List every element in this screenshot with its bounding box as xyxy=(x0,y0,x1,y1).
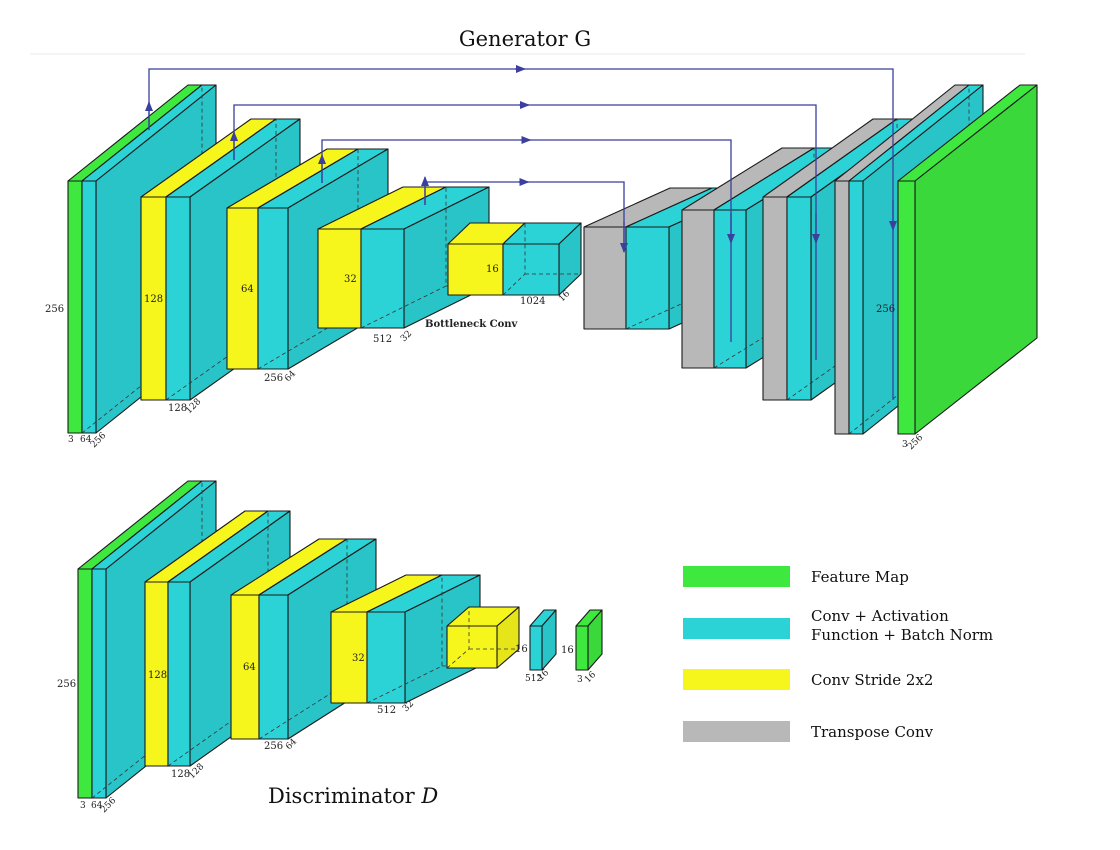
skip-connection-2 xyxy=(230,101,820,244)
legend-swatch-conv xyxy=(683,618,790,639)
gen-b4-depth-label: 32 xyxy=(399,329,414,344)
disc-b4-height-label: 32 xyxy=(352,653,365,664)
disc-block-1-part-1-front xyxy=(91,568,107,799)
disc-b1-depth-label: 256 xyxy=(99,796,118,815)
disc-b7-width-label: 3 xyxy=(577,675,583,685)
gen-d4-height-label: 256 xyxy=(876,304,895,315)
disc-block-5-hidden-edges xyxy=(446,607,519,669)
disc-block-3-part-0-front xyxy=(230,594,260,740)
gen-dec-block-3-part-1-front xyxy=(786,196,812,401)
gen-b3-width-label: 256 xyxy=(264,373,283,384)
disc-b1-ch-b-label: 64 xyxy=(91,801,103,811)
gen-b3-height-label: 64 xyxy=(241,284,254,295)
gen-output-feature-map-front xyxy=(897,180,916,435)
legend-label-stride: Conv Stride 2x2 xyxy=(811,671,933,689)
gen-bottleneck-part-1 xyxy=(502,222,582,296)
gen-enc-block-1-part-1-front xyxy=(81,180,97,434)
disc-b2-width-label: 128 xyxy=(171,769,190,780)
generator-network xyxy=(67,84,1038,435)
legend-swatch-feature-map xyxy=(683,566,790,587)
legend: Feature Map Conv + Activation Function +… xyxy=(683,566,993,742)
skip-connections xyxy=(145,65,897,400)
disc-block-4-part-1-front xyxy=(366,611,406,704)
gen-enc-block-3-part-1-front xyxy=(257,207,289,370)
disc-b5-depth-label: 16 xyxy=(515,644,528,655)
gen-dec-block-4-part-0-front xyxy=(834,180,850,435)
disc-b7-depth-label: 16 xyxy=(583,670,598,685)
disc-block-6-front xyxy=(529,625,543,671)
gen-b1-height-label: 256 xyxy=(45,304,64,315)
gen-b4-height-label: 32 xyxy=(344,274,357,285)
gen-bottleneck-part-1-front xyxy=(502,243,560,296)
gen-b2-width-label: 128 xyxy=(168,403,187,414)
disc-b3-width-label: 256 xyxy=(264,741,283,752)
disc-b2-height-label: 128 xyxy=(148,670,167,681)
disc-block-2-part-1-front xyxy=(167,581,191,767)
gen-bn-height-label: 16 xyxy=(486,264,499,275)
disc-b6-width-label: 512 xyxy=(525,674,542,684)
disc-b1-height-label: 256 xyxy=(57,679,76,690)
legend-swatch-stride xyxy=(683,669,790,690)
legend-label-conv-line2: Function + Batch Norm xyxy=(811,626,993,644)
gen-dec-block-1-part-1-front xyxy=(625,226,670,330)
gen-dec-block-2-part-1-front xyxy=(713,209,747,369)
disc-block-3-part-1-front xyxy=(258,594,289,740)
gen-dec-block-3-part-0-front xyxy=(762,196,788,401)
gen-dec-block-1-part-0-front xyxy=(583,226,627,330)
gen-enc-block-4 xyxy=(317,186,490,329)
gen-b1-ch-a-label: 3 xyxy=(68,435,74,445)
disc-block-4-part-1 xyxy=(366,574,481,704)
legend-label-transpose: Transpose Conv xyxy=(811,723,934,741)
disc-b6-height-label: 16 xyxy=(561,645,574,656)
legend-label-conv-line1: Conv + Activation xyxy=(811,607,949,625)
gen-enc-block-1-part-0-front xyxy=(67,180,83,434)
gen-b4-width-label: 512 xyxy=(373,334,392,345)
gen-b2-height-label: 128 xyxy=(144,294,163,305)
skip-connection-1 xyxy=(145,65,897,231)
legend-label-feature-map: Feature Map xyxy=(811,568,909,586)
discriminator-title: Discriminator D xyxy=(268,784,438,808)
gen-bottleneck-part-0-front xyxy=(447,243,504,296)
generator-title: Generator G xyxy=(459,27,591,51)
disc-block-1-part-0-front xyxy=(77,568,93,799)
gen-bn-width-label: 1024 xyxy=(520,296,545,307)
gen-output-feature-map xyxy=(897,84,1038,435)
gen-b3-depth-label: 64 xyxy=(283,369,298,384)
gen-b1-ch-b-label: 64 xyxy=(80,435,92,445)
gen-bottleneck-part-1-hidden-edges xyxy=(502,223,581,296)
gen-enc-block-2-part-0-front xyxy=(140,196,167,401)
gen-b1-depth-label: 256 xyxy=(89,431,108,450)
disc-block-7-front xyxy=(575,625,589,671)
gen-dec-block-2-part-0-front xyxy=(681,209,715,369)
disc-b4-width-label: 512 xyxy=(377,705,396,716)
bottleneck-label: Bottleneck Conv xyxy=(425,319,519,330)
gen-enc-block-4-part-1-front xyxy=(360,228,405,329)
disc-block-7 xyxy=(575,609,603,671)
gen-bottleneck xyxy=(447,222,582,296)
skip-connection-4 xyxy=(421,176,628,253)
disc-block-4 xyxy=(330,574,481,704)
gen-out-ch-label: 3 xyxy=(902,440,908,450)
disc-block-6 xyxy=(529,609,557,671)
disc-block-5 xyxy=(446,606,520,669)
skip-connection-3 xyxy=(318,136,735,244)
legend-swatch-transpose xyxy=(683,721,790,742)
discriminator-network xyxy=(77,480,603,799)
disc-b1-ch-a-label: 3 xyxy=(80,801,86,811)
gen-enc-block-2-part-1-front xyxy=(165,196,191,401)
gen-out-depth-label: 256 xyxy=(906,433,925,452)
gen-dec-block-4-part-1-front xyxy=(848,180,864,435)
disc-b3-height-label: 64 xyxy=(243,662,256,673)
